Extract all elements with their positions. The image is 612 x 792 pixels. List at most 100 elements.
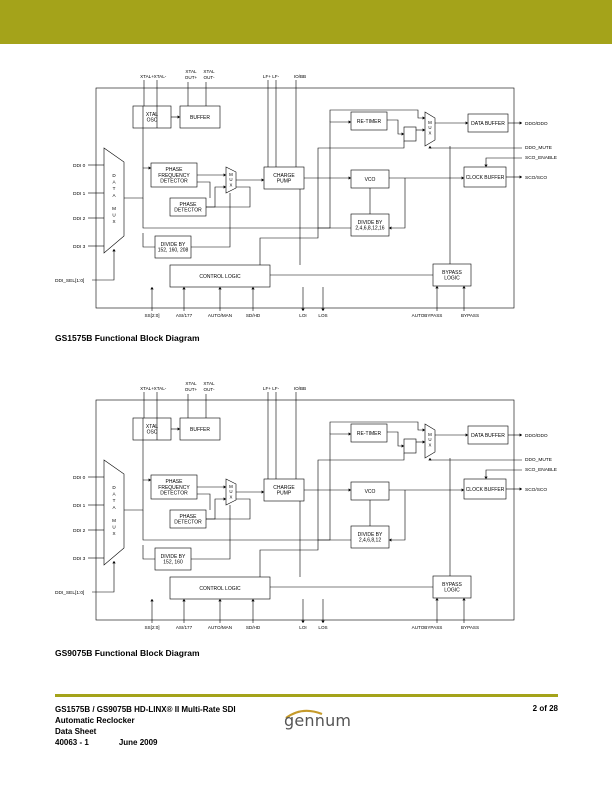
- pin-label-left: DDI 2: [73, 528, 86, 534]
- arrow-head: [519, 121, 522, 125]
- arrow-head: [348, 176, 351, 180]
- arrow-head: [218, 599, 222, 602]
- signal-line: [191, 505, 231, 560]
- arrow-head: [223, 497, 226, 501]
- signal-line: [429, 458, 522, 461]
- arrow-head: [301, 308, 305, 311]
- arrow-head: [301, 620, 305, 623]
- vco-block-label: VCO: [365, 489, 376, 495]
- pin-label-top: LF+ LF-: [263, 386, 280, 391]
- arrow-head: [435, 286, 439, 289]
- arrow-head: [389, 538, 392, 542]
- mux-label: M: [229, 172, 233, 177]
- xtal-osc-block-label: XTAL: [146, 424, 158, 430]
- pin-label-bottom: LOS: [318, 313, 327, 318]
- phase-frequency-detector-block-label: PHASE: [166, 479, 184, 485]
- mux-block: [225, 166, 237, 194]
- mux-label: U: [428, 125, 431, 130]
- retimer-block: [350, 111, 388, 131]
- data-mux-block: [103, 147, 125, 254]
- mux-label: M: [428, 432, 432, 437]
- arrow-head: [422, 440, 425, 444]
- arrow-head: [462, 286, 466, 289]
- pin-label-top: OUT-: [204, 387, 215, 392]
- data-mux-label: A: [112, 193, 116, 198]
- arrow-head: [401, 132, 404, 136]
- chip-outline: [95, 399, 515, 621]
- gennum-logo: gennum: [272, 708, 351, 734]
- divide-by-left-block-label: 152, 160: [163, 560, 183, 566]
- data-mux-label: D: [112, 485, 116, 490]
- arrow-head: [112, 561, 116, 564]
- arrow-head: [484, 476, 488, 479]
- signal-line: [124, 167, 151, 199]
- data-mux-label: A: [112, 505, 116, 510]
- pin-label-top: XTAL+: [140, 74, 154, 79]
- signal-line: [387, 431, 404, 447]
- phase-detector-block-label: PHASE: [180, 202, 198, 208]
- data-mux-label: X: [112, 531, 115, 536]
- arrow-head: [401, 444, 404, 448]
- data-buffer-block-label: DATA BUFFER: [471, 433, 505, 439]
- arrow-head: [428, 458, 432, 461]
- arrow-head: [321, 620, 325, 623]
- pin-label-right: DDO/DDO: [525, 121, 548, 127]
- output-mux-block: [424, 423, 436, 459]
- logo-text: gennum: [284, 711, 352, 730]
- divide-by-vco-block-label: DIVIDE BY: [358, 220, 383, 226]
- diagram-caption: GS9075B Functional Block Diagram: [55, 648, 200, 658]
- charge-pump-block-label: CHARGE: [273, 485, 295, 491]
- arrow-head: [484, 164, 488, 167]
- signal-line: [259, 228, 319, 265]
- arrow-head: [251, 287, 255, 290]
- signal-line: [387, 119, 404, 135]
- signal-line: [389, 178, 406, 229]
- mux-label: M: [229, 484, 233, 489]
- phase-detector-block-label: DETECTOR: [174, 520, 202, 526]
- phase-frequency-detector-block-label: PHASE: [166, 167, 184, 173]
- arrow-head: [148, 478, 151, 482]
- charge-pump-block-label: CHARGE: [273, 173, 295, 179]
- footer-date: June 2009: [118, 738, 158, 747]
- pin-label-left: DDI 0: [73, 163, 86, 169]
- pin-label-right: SCO_ENABLE: [525, 155, 557, 161]
- arrow-head: [422, 116, 425, 120]
- arrow-head: [348, 120, 351, 124]
- arrow-head: [182, 287, 186, 290]
- arrow-head: [422, 428, 425, 432]
- arrow-head: [461, 488, 464, 492]
- pin-label-bottom: AUTOBYPASS: [412, 625, 443, 630]
- arrow-head: [223, 185, 226, 189]
- pin-label-bottom: BYPASS: [461, 313, 479, 318]
- signal-line: [429, 146, 522, 149]
- retimer-block-label: RE-TIMER: [357, 119, 382, 125]
- pin-label-top: XTAL+: [140, 386, 154, 391]
- pin-label-bottom: SD/HD: [246, 313, 261, 318]
- data-mux-label: U: [112, 525, 115, 530]
- pin-label-top: XTAL: [203, 381, 215, 386]
- arrow-head: [519, 433, 522, 437]
- mux-label: X: [230, 182, 233, 187]
- data-mux-label: U: [112, 213, 115, 218]
- pin-label-left: DDI 3: [73, 556, 86, 562]
- pin-label-top: XTAL: [203, 69, 215, 74]
- divide-by-left-block-label: 152, 160, 208: [158, 248, 189, 254]
- arrow-head: [389, 226, 392, 230]
- buffer-block-label: BUFFER: [190, 427, 210, 433]
- signal-line: [329, 421, 425, 434]
- signal-line: [485, 469, 522, 479]
- pin-label-right: SCO_ENABLE: [525, 467, 557, 473]
- mux-label: M: [428, 120, 432, 125]
- arrow-head: [182, 599, 186, 602]
- signal-line: [206, 186, 226, 208]
- signal-line: [92, 561, 115, 593]
- charge-pump-block-label: PUMP: [277, 491, 292, 497]
- footer-subtitle: Automatic Reclocker: [55, 716, 135, 725]
- arrow-head: [519, 487, 522, 491]
- arrow-head: [428, 146, 432, 149]
- phase-detector-block-label: DETECTOR: [174, 208, 202, 214]
- arrow-head: [461, 176, 464, 180]
- pin-label-top: IO/BB: [294, 386, 306, 391]
- phase-frequency-detector-block: [150, 162, 198, 188]
- arrow-head: [251, 599, 255, 602]
